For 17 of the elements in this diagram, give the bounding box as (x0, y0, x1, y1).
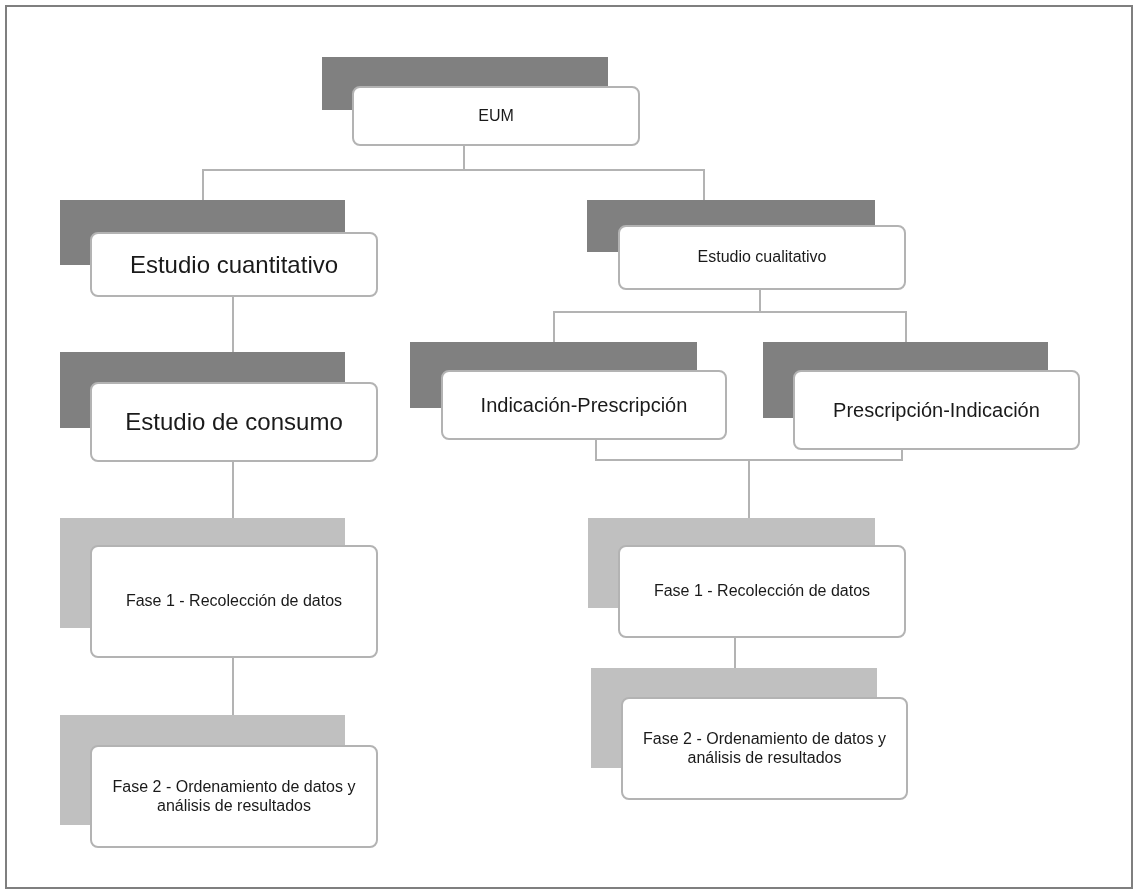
node-label: Fase 1 - Recolección de datos (653, 582, 871, 601)
node-label: Prescripción-Indicación (833, 398, 1040, 422)
connector-line (232, 657, 234, 716)
connector-line (463, 145, 705, 201)
connector-line (232, 461, 234, 519)
node-label: Estudio de consumo (125, 408, 343, 436)
connector-line (748, 449, 903, 519)
node-label: Indicación-Prescripción (480, 393, 688, 417)
node-label: Fase 2 - Ordenamiento de datos y análisis de resultados (642, 730, 887, 767)
node-label: Estudio cuantitativo (129, 250, 339, 279)
node-label: EUM (478, 106, 514, 126)
node-label: Fase 1 - Recolección de datos (125, 592, 343, 611)
connector-line (759, 289, 907, 343)
node-label: Fase 2 - Ordenamiento de datos y análisis de resultados (111, 778, 357, 815)
connector-line (734, 637, 736, 669)
node-label: Estudio cualitativo (697, 248, 827, 267)
connector-line (232, 296, 234, 353)
